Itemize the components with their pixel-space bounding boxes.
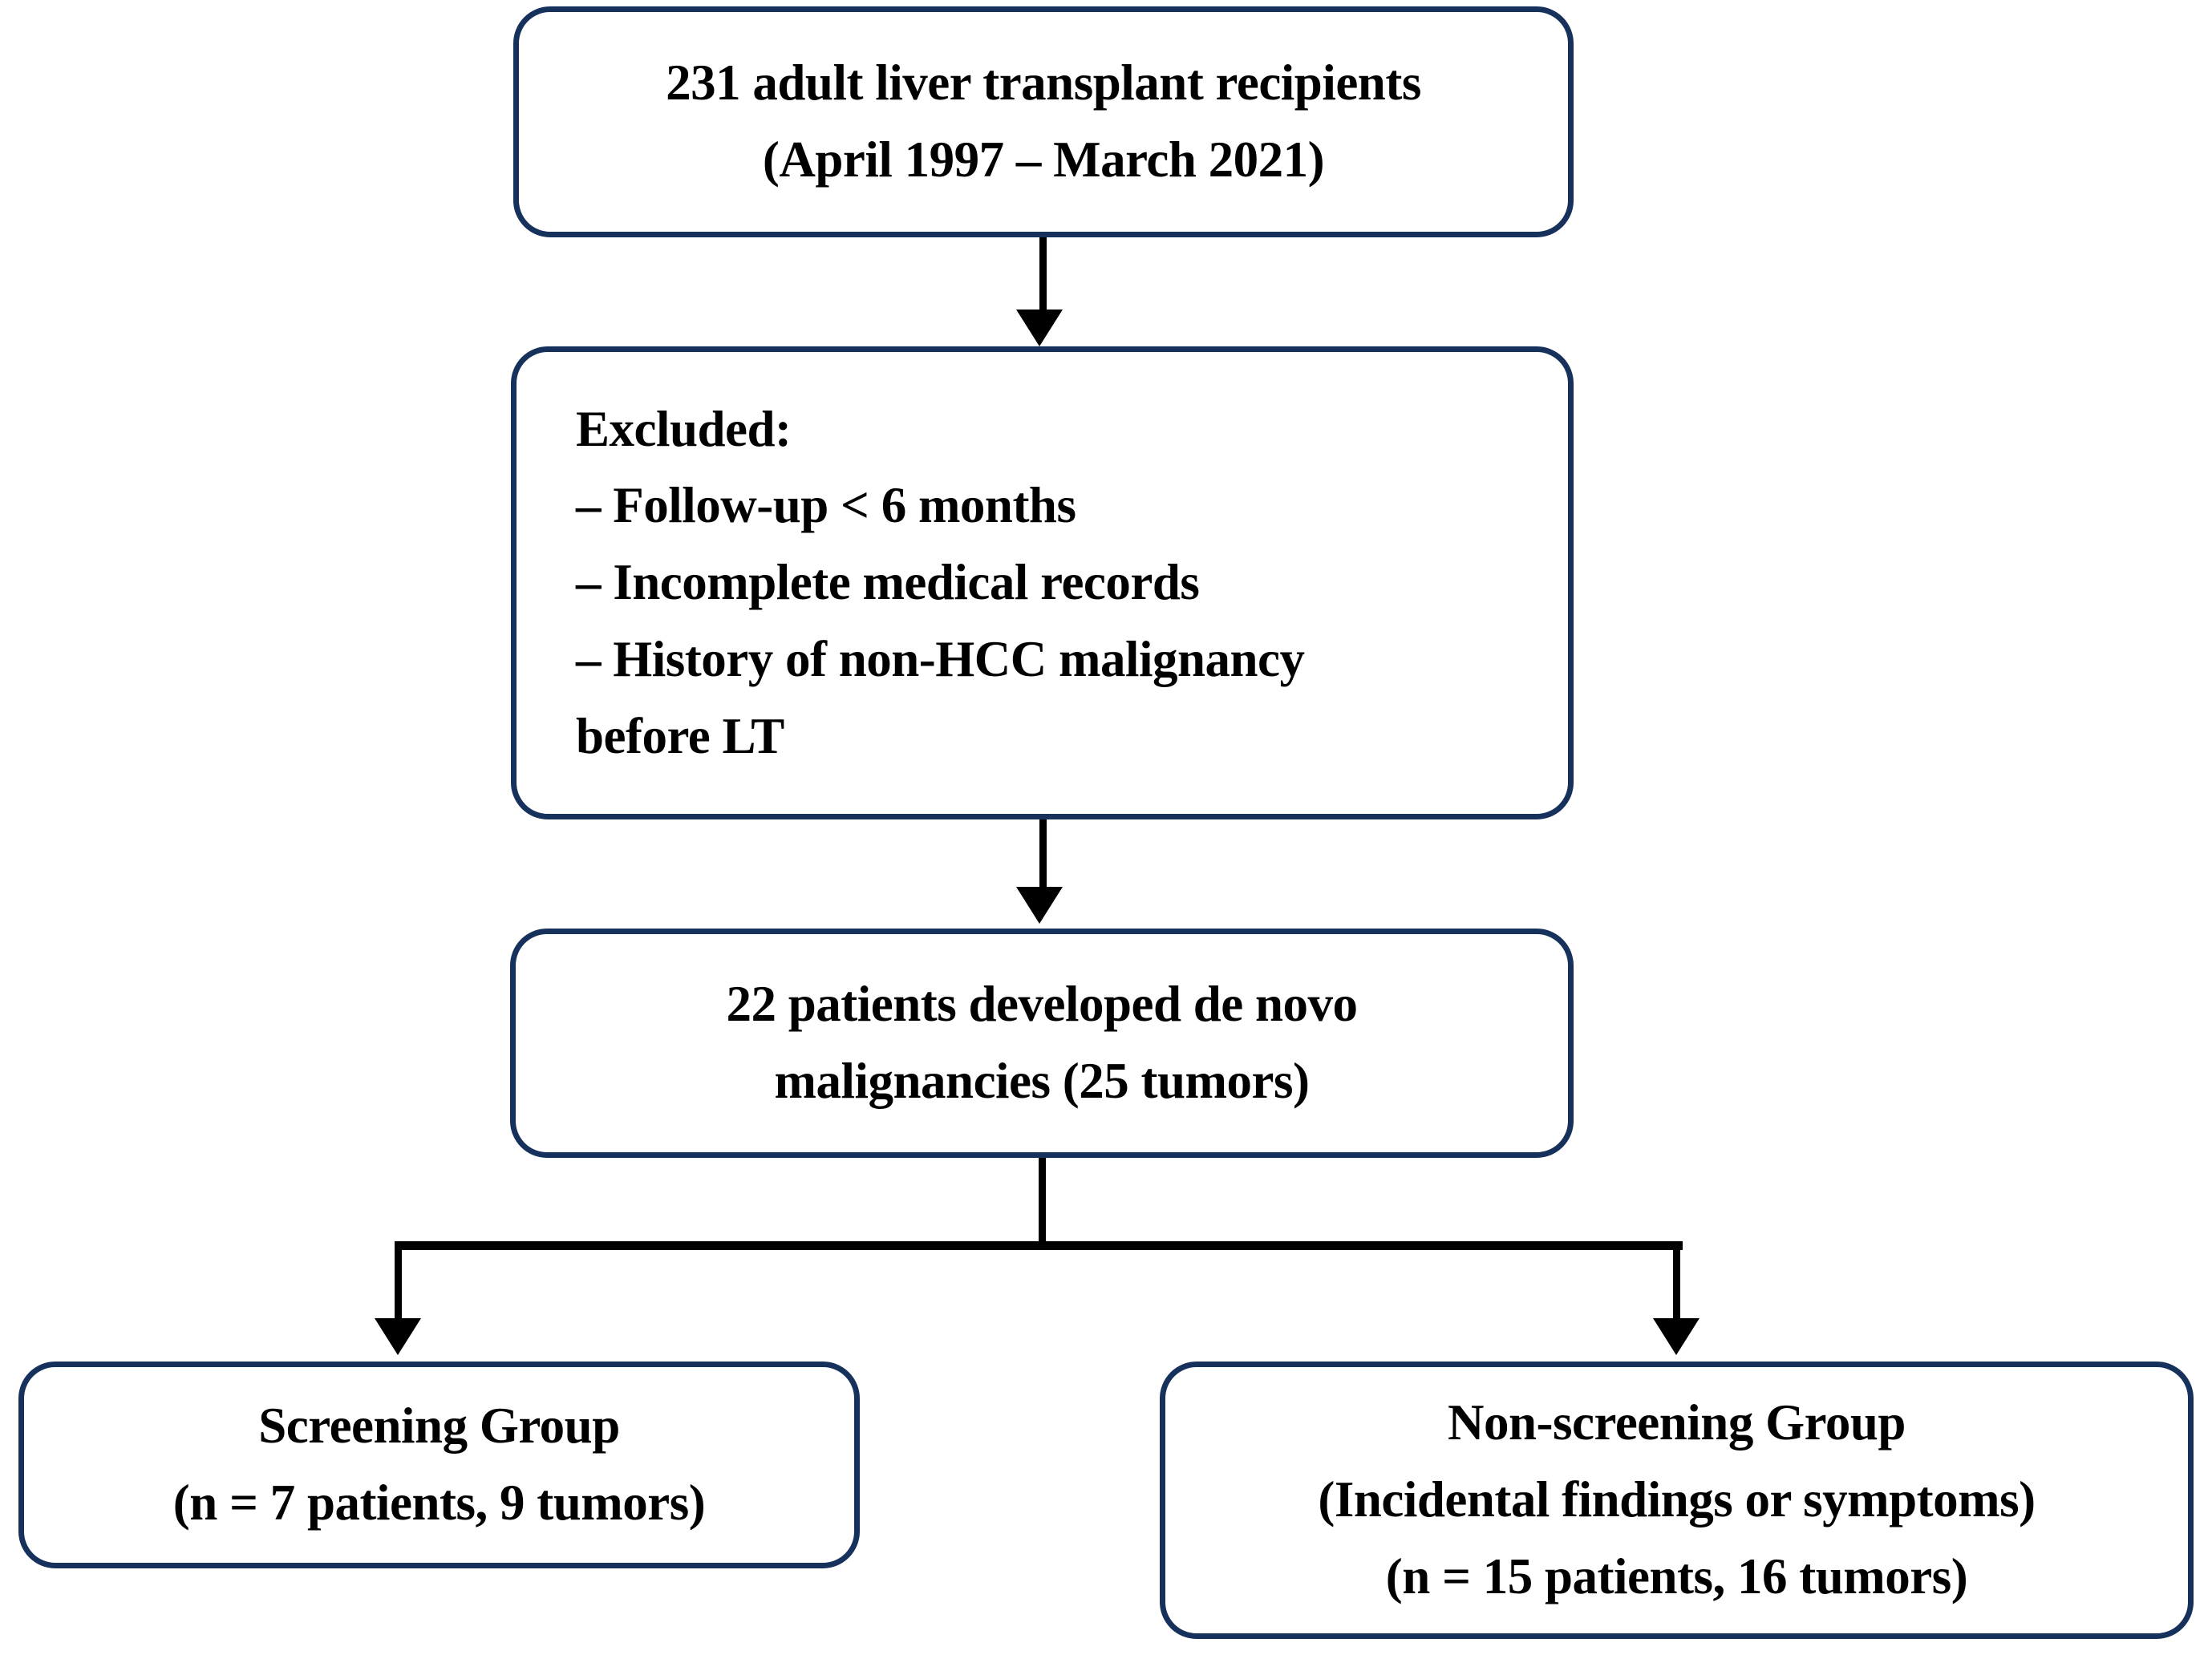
node-cohort: 231 adult liver transplant recipients (A… [513, 6, 1574, 237]
node-excluded-line-1: Excluded: [576, 400, 792, 457]
node-denovo-line-2: malignancies (25 tumors) [774, 1053, 1310, 1109]
node-nonscreening-line-2: (Incidental findings or symptoms) [1318, 1471, 2036, 1528]
connector-cohort-to-excluded-line [1039, 237, 1047, 316]
connector-excluded-to-denovo-arrowhead [1016, 887, 1063, 924]
node-excluded-line-5: before LT [576, 707, 784, 764]
connector-denovo-to-split-line [1039, 1158, 1046, 1248]
node-screening-line-2: (n = 7 patients, 9 tumors) [172, 1475, 706, 1531]
node-cohort-line-1: 231 adult liver transplant recipients [666, 55, 1421, 111]
node-screening-group: Screening Group (n = 7 patients, 9 tumor… [18, 1362, 860, 1568]
node-screening-line-1: Screening Group [258, 1398, 620, 1455]
connector-cohort-to-excluded-arrowhead [1016, 310, 1063, 346]
node-excluded: Excluded: – Follow-up < 6 months – Incom… [511, 346, 1574, 819]
node-cohort-line-2: (April 1997 – March 2021) [762, 132, 1325, 188]
connector-split-to-screening-line [395, 1241, 402, 1325]
node-nonscreening-line-3: (n = 15 patients, 16 tumors) [1385, 1548, 1968, 1604]
node-denovo-malignancies: 22 patients developed de novo malignanci… [510, 929, 1574, 1158]
node-denovo-line-1: 22 patients developed de novo [726, 976, 1358, 1033]
connector-split-horizontal-bar [395, 1241, 1683, 1250]
node-nonscreening-group: Non-screening Group (Incidental findings… [1160, 1362, 2194, 1639]
node-nonscreening-line-1: Non-screening Group [1448, 1394, 1906, 1451]
connector-split-to-screening-arrowhead [375, 1318, 421, 1355]
node-excluded-line-4: – History of non-HCC malignancy [576, 630, 1305, 687]
connector-split-to-nonscreening-line [1673, 1241, 1680, 1325]
node-excluded-line-3: – Incomplete medical records [576, 554, 1200, 611]
connector-split-to-nonscreening-arrowhead [1653, 1318, 1700, 1355]
connector-excluded-to-denovo-line [1039, 819, 1047, 893]
node-excluded-line-2: – Follow-up < 6 months [576, 477, 1076, 534]
